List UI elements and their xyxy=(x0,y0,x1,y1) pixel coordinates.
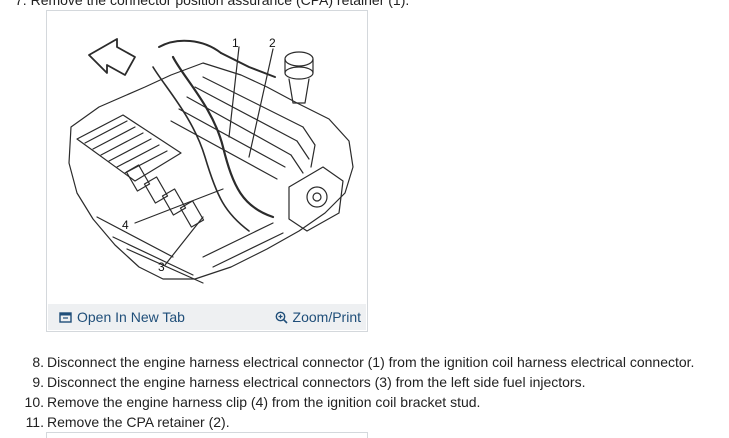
engine-line-drawing: 1 2 3 4 xyxy=(68,36,354,284)
step-number: 10. xyxy=(24,394,44,410)
open-in-new-tab-icon xyxy=(59,311,72,323)
zoom-print-link[interactable]: Zoom/Print xyxy=(275,309,361,325)
engine-illustration[interactable]: 1 2 3 4 xyxy=(53,17,363,311)
step-text: Remove the connector position assurance … xyxy=(30,0,410,8)
callout-2: 2 xyxy=(269,36,276,50)
list-item: 9. Disconnect the engine harness electri… xyxy=(0,372,694,392)
step-number: 7. xyxy=(15,0,27,8)
open-in-new-tab-link[interactable]: Open In New Tab xyxy=(59,309,185,325)
figure-card: 1 2 3 4 Open In New Tab Zoom/Print xyxy=(46,10,368,332)
procedure-steps: 8. Disconnect the engine harness electri… xyxy=(0,352,695,432)
step-number: 11. xyxy=(25,414,44,430)
previous-step-text: 7. Remove the connector position assuran… xyxy=(15,0,409,9)
next-figure-card-edge xyxy=(46,432,368,438)
list-item: 10. Remove the engine harness clip (4) f… xyxy=(0,392,694,412)
list-item: 8. Disconnect the engine harness electri… xyxy=(0,352,694,372)
zoom-icon xyxy=(275,311,288,324)
step-number: 9. xyxy=(32,374,44,390)
callout-1: 1 xyxy=(232,36,239,50)
step-text: Remove the engine harness clip (4) from … xyxy=(47,394,481,410)
step-text: Disconnect the engine harness electrical… xyxy=(47,354,695,370)
zoom-print-label: Zoom/Print xyxy=(292,309,361,325)
step-text: Remove the CPA retainer (2). xyxy=(47,414,230,430)
step-text: Disconnect the engine harness electrical… xyxy=(47,374,586,390)
callout-4: 4 xyxy=(122,218,129,232)
direction-arrow-icon xyxy=(88,38,136,76)
figure-toolbar: Open In New Tab Zoom/Print xyxy=(48,304,366,330)
list-item: 11. Remove the CPA retainer (2). xyxy=(0,412,694,432)
callout-3: 3 xyxy=(158,260,165,274)
step-number: 8. xyxy=(32,354,44,370)
open-in-new-tab-label: Open In New Tab xyxy=(77,309,185,325)
